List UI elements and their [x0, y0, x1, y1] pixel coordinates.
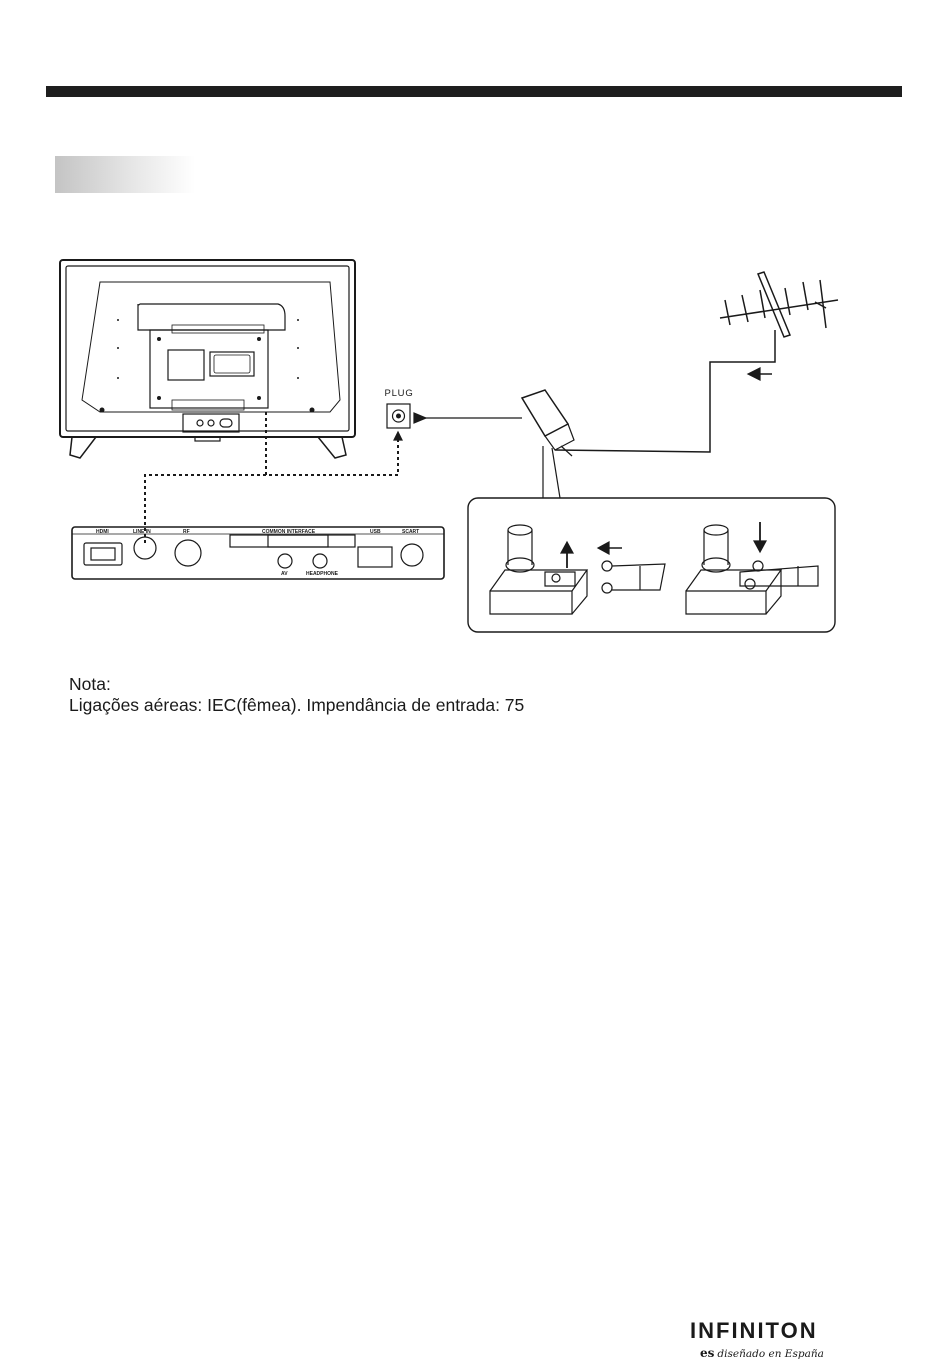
panel-label-hdmi: HDMI	[96, 529, 109, 535]
connection-detail-box	[468, 498, 835, 632]
dashed-leader	[266, 412, 398, 475]
note-heading: Nota:	[69, 674, 524, 695]
antenna-icon	[720, 272, 838, 337]
note-text: Ligações aéreas: IEC(fêmea). Impendância…	[69, 695, 524, 716]
panel-label-scart: SCART	[402, 529, 419, 535]
tv-back-illustration	[60, 260, 355, 458]
panel-label-headphone: HEADPHONE	[306, 571, 339, 577]
panel-label-common-interface: COMMON INTERFACE	[262, 529, 316, 535]
brand-es-mark: es	[700, 1346, 714, 1360]
brand-tagline: diseñado en España	[717, 1348, 823, 1360]
antenna-connection-diagram: PLUG HDMI LINE IN RF COMMON INTERFACE US…	[0, 0, 950, 700]
antenna-plug-connector	[522, 330, 775, 456]
panel-label-usb: USB	[370, 529, 381, 535]
panel-label-av: AV	[281, 571, 288, 577]
plug-label: PLUG	[384, 388, 413, 399]
panel-label-line-in: LINE IN	[133, 529, 151, 535]
brand-name: INFINITON	[690, 1318, 830, 1344]
side-connector-panel	[72, 527, 444, 579]
note-block: Nota: Ligações aéreas: IEC(fêmea). Impen…	[69, 674, 524, 716]
panel-label-rf: RF	[183, 529, 190, 535]
